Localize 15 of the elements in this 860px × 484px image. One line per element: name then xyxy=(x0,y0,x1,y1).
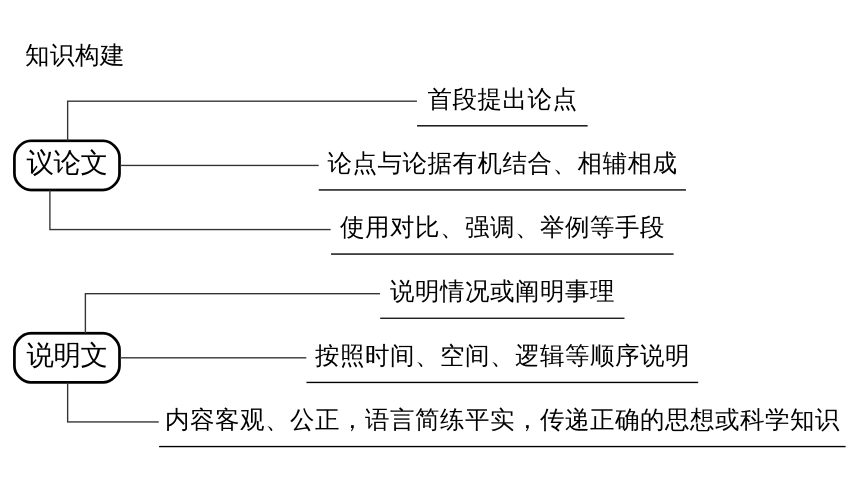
connector xyxy=(120,164,319,166)
connector xyxy=(120,356,306,358)
node-text: 说明情况或阐明事理 xyxy=(390,276,615,306)
node-text: 使用对比、强调、举例等手段 xyxy=(340,212,665,242)
node-text: 内容客观、公正，语言简练平实，传递正确的思想或科学知识 xyxy=(164,404,840,434)
connector xyxy=(66,382,159,422)
connector xyxy=(66,100,417,140)
connector xyxy=(49,190,331,230)
node-text: 首段提出论点 xyxy=(427,84,578,113)
node-box: 议论文 xyxy=(13,138,121,191)
node-text: 论点与论据有机结合、相辅相成 xyxy=(327,148,678,177)
connector xyxy=(84,292,380,333)
node-text: 按照时间、空间、逻辑等顺序说明 xyxy=(314,340,690,370)
diagram-title: 知识构建 xyxy=(25,40,126,70)
node-box: 说明文 xyxy=(13,331,121,384)
